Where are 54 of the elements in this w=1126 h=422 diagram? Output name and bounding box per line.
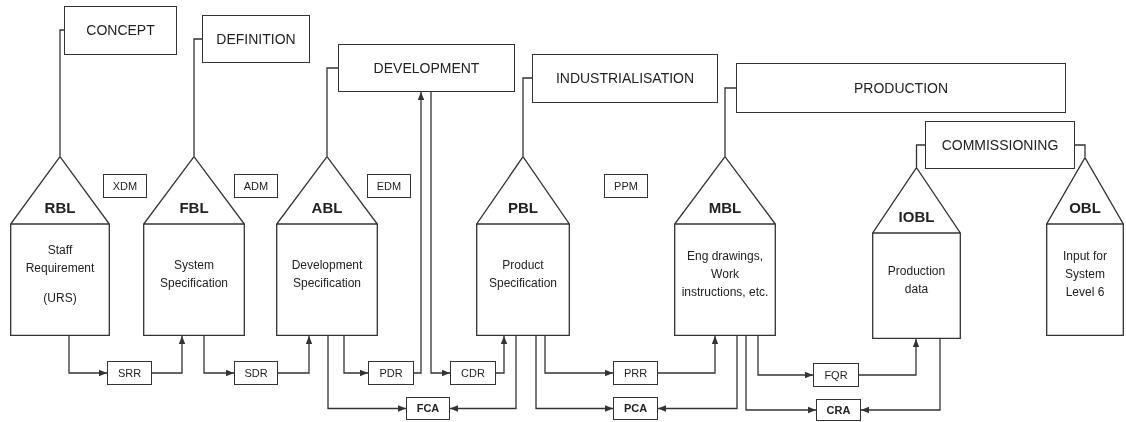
- review-box: EDM: [367, 174, 411, 198]
- review-box: FCA: [406, 397, 450, 420]
- baseline-label: MBL: [707, 200, 743, 215]
- baseline-label: FBL: [178, 200, 210, 215]
- baseline-label: RBL: [43, 200, 77, 215]
- baseline-description: Development Specification: [290, 257, 364, 292]
- connector-arrow: [68, 335, 108, 377]
- connector-arrow: [203, 335, 235, 377]
- connector-arrow: [757, 335, 814, 379]
- connector-arrow: [151, 335, 186, 374]
- phase-box: DEVELOPMENT: [338, 44, 515, 92]
- review-box: ADM: [234, 174, 278, 198]
- baseline-description: Staff Requirement: [24, 242, 96, 277]
- connector-arrow: [544, 335, 614, 377]
- review-box: PPM: [604, 174, 648, 198]
- review-box: CRA: [816, 399, 861, 421]
- connector-arrow: [1074, 144, 1086, 158]
- baseline-description: (URS): [43, 290, 77, 307]
- connector-arrow: [657, 335, 738, 412]
- baseline-label: ABL: [310, 200, 344, 215]
- baseline-description: Product Specification: [487, 257, 558, 292]
- baseline-description: Eng drawings, Work instructions, etc.: [680, 248, 770, 301]
- phase-box: PRODUCTION: [736, 63, 1066, 113]
- review-box: CDR: [450, 361, 496, 385]
- connector-arrow: [430, 91, 451, 377]
- baseline-description: Production data: [886, 263, 947, 298]
- review-box: PCA: [613, 397, 658, 420]
- connector-arrow: [449, 335, 517, 412]
- baseline-description: Input for System Level 6: [1062, 248, 1108, 301]
- connector-arrow: [277, 335, 313, 374]
- baseline-label: IOBL: [897, 209, 936, 224]
- connector-arrow: [657, 335, 719, 374]
- connector-arrow: [495, 335, 508, 374]
- phase-box: INDUSTRIALISATION: [532, 54, 718, 103]
- connector-arrow: [915, 144, 926, 168]
- connector-arrow: [413, 91, 425, 374]
- phase-box: CONCEPT: [64, 6, 177, 55]
- connector-arrow: [858, 338, 920, 376]
- review-box: PDR: [368, 361, 414, 385]
- baseline-label: OBL: [1068, 200, 1102, 215]
- connector-arrow: [343, 335, 369, 377]
- connector-arrow: [535, 335, 614, 412]
- phase-box: COMMISSIONING: [925, 121, 1075, 169]
- review-box: PRR: [613, 361, 658, 385]
- review-box: SDR: [234, 361, 278, 385]
- review-box: XDM: [103, 174, 147, 198]
- review-box: SRR: [107, 361, 152, 385]
- baseline-description: System Specification: [158, 257, 229, 292]
- phase-box: DEFINITION: [202, 15, 310, 63]
- review-box: FQR: [813, 363, 859, 387]
- connector-arrow: [327, 335, 407, 412]
- baseline-label: PBL: [507, 200, 539, 215]
- connector-arrow: [860, 338, 941, 414]
- connector-arrow: [745, 335, 817, 414]
